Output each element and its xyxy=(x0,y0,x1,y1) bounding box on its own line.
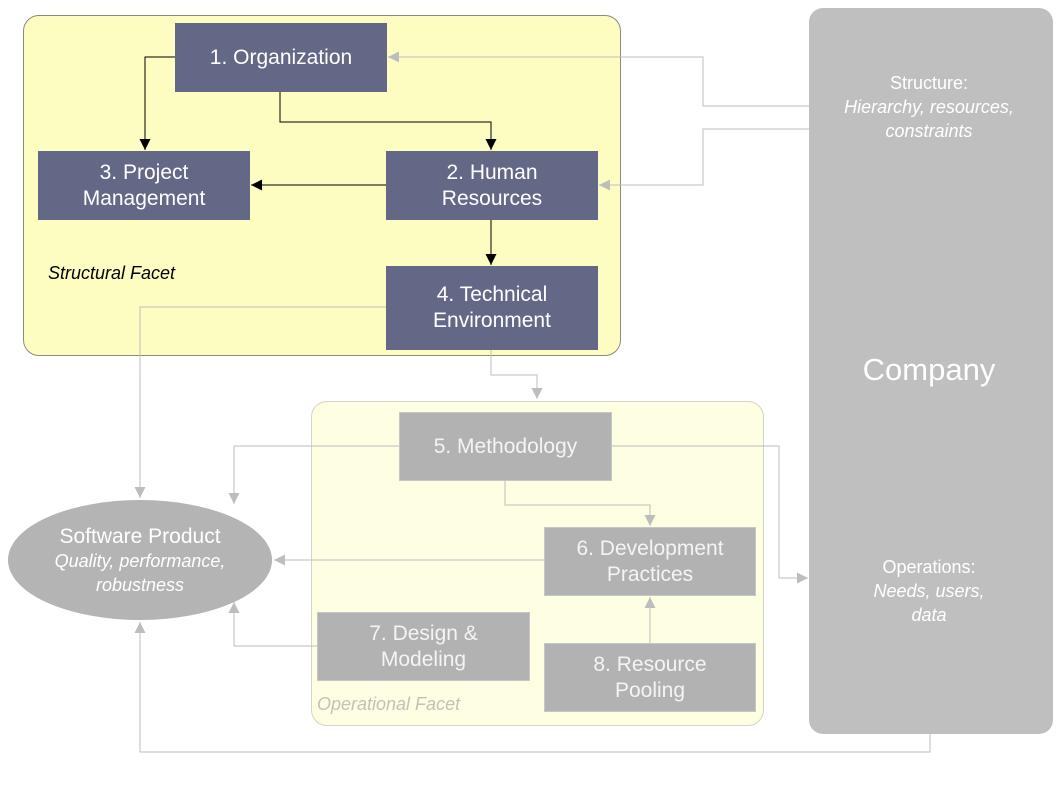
operational-facet-label: Operational Facet xyxy=(317,694,461,714)
structural-facet-label: Structural Facet xyxy=(48,263,176,283)
node-project-management: 3. Project Management xyxy=(38,151,250,220)
edge-organization-to-human-resources xyxy=(279,92,497,150)
edge-company-structure-to-organization xyxy=(388,51,809,107)
node-development-practices: 6. Development Practices xyxy=(544,527,756,596)
edge-design-modeling-to-software-product xyxy=(228,602,317,647)
company-operations-detail: Needs, users, data xyxy=(873,581,985,625)
node-organization: 1. Organization xyxy=(175,23,387,92)
node-resource-pooling: 8. Resource Pooling xyxy=(544,643,756,712)
company-structure-label: Structure: xyxy=(889,73,969,93)
edge-company-to-software-product xyxy=(134,622,931,753)
edge-methodology-to-development-practices xyxy=(504,481,656,526)
node-technical-environment: 4. Technical Environment xyxy=(386,266,598,350)
edge-technical-environment-to-software-product xyxy=(134,306,386,498)
company-panel xyxy=(809,8,1053,734)
edge-methodology-to-software-product xyxy=(228,445,399,504)
node-human-resources: 2. Human Resources xyxy=(386,151,598,220)
company-operations-label: Operations: xyxy=(882,557,976,577)
edge-organization-to-project-management xyxy=(139,56,175,150)
node-methodology: 5. Methodology xyxy=(399,412,612,481)
edge-technical-environment-to-operational xyxy=(490,350,543,399)
edge-company-structure-to-human-resources xyxy=(599,128,809,191)
software-product-subtitle: Quality, performance, robustness xyxy=(54,550,226,595)
company-title: Company xyxy=(862,352,996,387)
software-product-ellipse: Software Product Quality, performance, r… xyxy=(8,500,272,620)
edge-methodology-to-company-operations xyxy=(611,445,808,584)
software-product-title: Software Product xyxy=(59,524,221,548)
company-structure-detail: Hierarchy, resources, constraints xyxy=(844,97,1014,141)
node-design-modeling: 7. Design & Modeling xyxy=(317,612,530,681)
company-structure-block: Structure: Hierarchy, resources, constra… xyxy=(809,71,1049,143)
company-operations-block: Operations: Needs, users, data xyxy=(809,555,1049,627)
